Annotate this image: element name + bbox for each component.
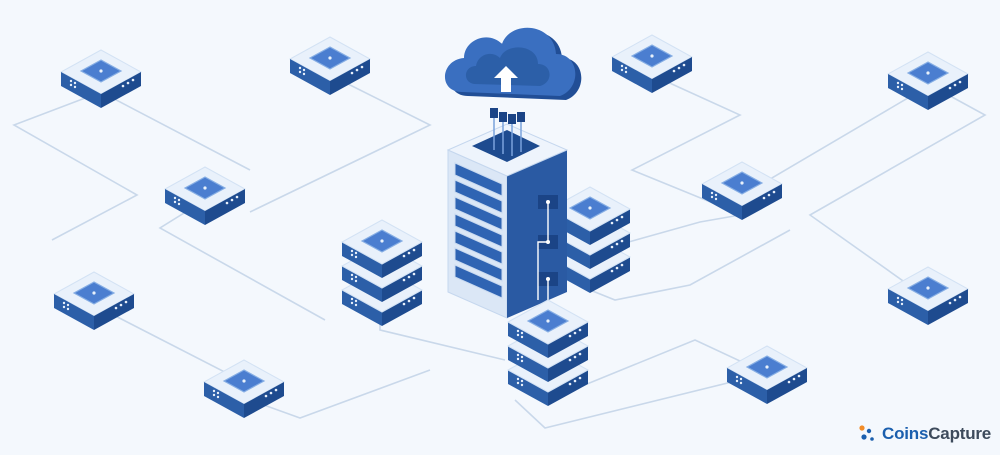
- brand-logo-icon: [859, 425, 874, 441]
- server-tower-icon: [446, 123, 569, 319]
- server-node-icon: [701, 161, 783, 221]
- server-node-icon: [164, 166, 246, 226]
- server-node-icon: [887, 266, 969, 326]
- server-node-icon: [203, 359, 285, 419]
- cloud-upload-icon: [444, 27, 582, 156]
- brand-name: CoinsCapture: [882, 424, 992, 443]
- server-node-icon: [726, 345, 808, 405]
- server-node-icon: [60, 49, 142, 109]
- server-node-icon: [611, 34, 693, 94]
- server-stack-icon: [342, 220, 422, 326]
- server-stack-icon: [508, 300, 588, 406]
- server-node-icon: [289, 36, 371, 96]
- server-node-icon: [887, 51, 969, 111]
- brand-logo: CoinsCapture: [858, 424, 991, 444]
- server-node-icon: [53, 271, 135, 331]
